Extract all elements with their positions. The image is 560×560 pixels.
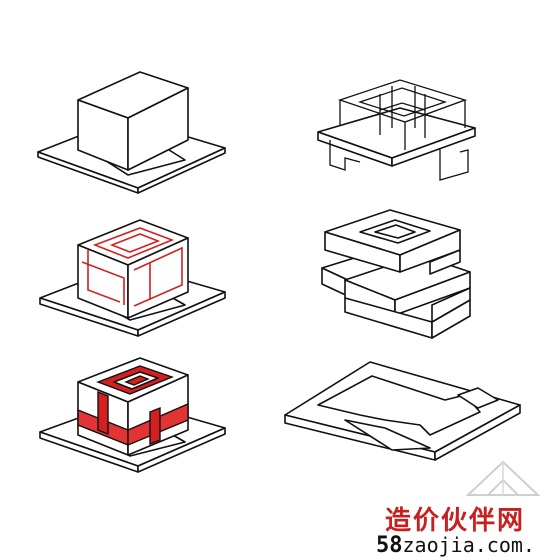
base-plate-edge-right [137, 427, 226, 473]
watermark-url: 58zaojia.com. [376, 533, 535, 558]
base-plate-edge-right [137, 291, 226, 337]
mass-side [127, 87, 189, 171]
upper-block-inner-2 [374, 224, 416, 239]
red-front-line-2 [87, 250, 121, 303]
red-column-2 [149, 406, 161, 446]
bottom-slab-top [431, 287, 471, 323]
watermark-url-prefix: 58 [376, 533, 403, 558]
left-hanger [329, 140, 361, 171]
base-plate-edge-right [137, 147, 226, 194]
red-top-ring [92, 227, 175, 259]
plinth-side-edge [434, 404, 521, 461]
upper-block-side-2 [429, 249, 461, 275]
diagram-carved-site-plinth [284, 361, 521, 461]
frame-inner [357, 87, 448, 117]
mass-side [127, 237, 189, 319]
diagram-red-outline-mass [39, 219, 226, 337]
step-right [457, 387, 499, 409]
red-top-inner [109, 233, 161, 253]
right-hanger [439, 148, 469, 181]
red-column [97, 390, 109, 436]
ground-slab [317, 107, 476, 159]
diagram-split-stacked-blocks [321, 209, 471, 339]
diagram-skeleton-frame [317, 79, 476, 181]
red-inner-block [124, 375, 150, 386]
watermark-logo-icon [465, 460, 541, 496]
diagram-solid-mass [37, 71, 226, 194]
ramp-cut [344, 419, 431, 451]
watermark-chinese-text: 造价伙伴网 [385, 506, 526, 536]
carved-void [317, 375, 481, 436]
watermark-url-rest: zaojia.com [402, 533, 523, 557]
red-side-line [133, 246, 183, 307]
red-front-line [81, 261, 125, 305]
watermark-url-dot: . [522, 533, 535, 557]
ground-slab-edge-right [391, 127, 476, 167]
frame-beam [379, 102, 426, 111]
diagram-red-band-mass [39, 357, 226, 473]
